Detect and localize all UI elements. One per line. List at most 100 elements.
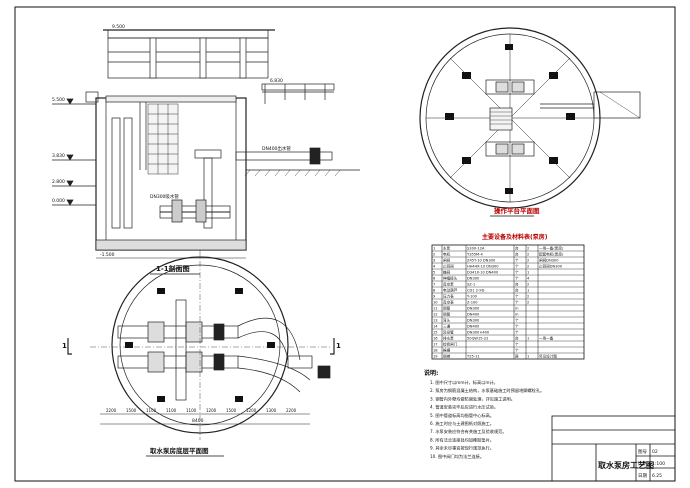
- table-cell-no: 14: [433, 325, 438, 329]
- pump-floor-title: 取水泵房底层平面图: [150, 446, 209, 455]
- tb-r3-value: 6.25: [652, 473, 662, 479]
- table-cell-spec: HH44X-10 DN300: [467, 265, 499, 269]
- table-cell-name: 真空泵: [443, 282, 454, 287]
- note-item: 1. 图中尺寸以mm计，标高以m计。: [430, 379, 498, 386]
- table-cell-qty: 2: [527, 265, 529, 269]
- table-cell-no: 11: [433, 307, 438, 311]
- table-cell-name: 检修闸门: [443, 342, 458, 347]
- equipment-table-title: 主要设备及材料表(泵房): [482, 233, 548, 241]
- table-cell-unit: 个: [515, 342, 519, 347]
- dim-seg-5: 1200: [206, 408, 217, 413]
- sheet-border: [14, 6, 676, 482]
- tb-r3-label: 日期: [638, 473, 647, 479]
- table-cell-unit: 个: [515, 258, 519, 263]
- tb-r1-value: 02: [652, 449, 658, 455]
- table-cell-name: 钢管: [443, 312, 451, 317]
- table-cell-spec: DN300×400: [467, 331, 490, 335]
- table-cell-spec: DN400: [467, 325, 480, 329]
- table-cell-no: 3: [433, 259, 435, 263]
- table-cell-note: 另见设计图: [539, 354, 557, 359]
- table-cell-spec: D341X-10 DN400: [467, 271, 499, 275]
- elev-deck: -1.500: [100, 252, 115, 258]
- note-item: 2. 泵房为钢筋混凝土结构，水泵基础施工时预留地脚螺栓孔。: [430, 387, 544, 394]
- table-cell-note: 止回阀DN300: [539, 264, 563, 269]
- table-cell-no: 15: [433, 331, 438, 335]
- table-cell-note: 一用一备(泵房): [539, 246, 564, 251]
- table-cell-name: 真空表: [443, 300, 454, 305]
- table-cell-qty: 4: [527, 277, 530, 281]
- note-item: 8. 所有法兰连接处均加橡胶垫片。: [430, 436, 494, 443]
- table-cell-unit: 个: [515, 294, 519, 299]
- table-cell-unit: 个: [515, 300, 519, 305]
- table-cell-name: 压力表: [443, 294, 454, 299]
- table-cell-unit: 个: [515, 276, 519, 281]
- label-suction-pipe: DN300吸水管: [150, 193, 179, 200]
- table-cell-spec: T25-11: [466, 355, 480, 359]
- table-cell-name: 蝶阀: [443, 270, 451, 275]
- table-cell-no: 9: [433, 295, 436, 299]
- table-cell-qty: 2: [527, 253, 529, 257]
- table-cell-no: 8: [433, 289, 436, 293]
- table-cell-no: 5: [433, 271, 435, 275]
- table-cell-unit: 个: [515, 318, 519, 323]
- table-cell-no: 1: [433, 247, 435, 251]
- table-cell-unit: 台: [515, 252, 519, 257]
- dim-seg-7: 1200: [246, 408, 257, 413]
- elev-flood: 6.830: [270, 78, 283, 84]
- table-cell-name: 钢管: [443, 306, 451, 311]
- table-cell-name: 排水泵: [443, 336, 454, 341]
- table-cell-unit: 台: [515, 336, 519, 341]
- table-cell-no: 13: [433, 319, 438, 323]
- section-title: 1-1剖面图: [156, 264, 190, 273]
- dim-seg-1: 1500: [126, 408, 137, 413]
- table-cell-qty: 2: [527, 301, 529, 305]
- dim-seg-0: 2200: [106, 408, 117, 413]
- table-cell-unit: 台: [515, 282, 519, 287]
- table-cell-qty: 2: [527, 295, 529, 299]
- elev-normal-water: 3.830: [52, 153, 65, 159]
- pump-floor-plan: [67, 250, 335, 440]
- note-item: 9. 其余未尽事宜按现行规范执行。: [430, 445, 494, 452]
- table-cell-spec: Z-100: [467, 301, 478, 305]
- table-cell-name: 水泵: [443, 246, 451, 251]
- elev-low-water: 2.800: [52, 179, 65, 185]
- elev-high-water: 5.500: [52, 97, 65, 103]
- elev-top: 9.500: [112, 24, 125, 30]
- table-cell-unit: 个: [515, 330, 519, 335]
- table-cell-spec: Y-100: [467, 295, 478, 299]
- section-marker-right: 1: [336, 342, 341, 350]
- table-cell-no: 12: [433, 313, 438, 317]
- table-cell-name: 止回阀: [443, 264, 454, 269]
- table-cell-no: 18: [433, 349, 438, 353]
- label-outlet-pipe: DN400出水管: [262, 145, 291, 152]
- table-cell-unit: m: [515, 313, 519, 317]
- note-item: 4. 管道安装完毕后应进行水压试验。: [430, 404, 498, 411]
- elev-floor: 0.000: [52, 198, 65, 204]
- table-cell-qty: 2: [527, 259, 529, 263]
- table-cell-qty: 1: [527, 355, 529, 359]
- table-cell-unit: 个: [515, 270, 519, 275]
- table-cell-spec: 50QW15-22: [467, 337, 488, 341]
- dim-seg-9: 2200: [286, 408, 297, 413]
- dim-seg-3: 1100: [166, 408, 177, 413]
- table-cell-name: 电动葫芦: [443, 288, 458, 293]
- table-cell-unit: m: [515, 307, 519, 311]
- table-cell-unit: 个: [515, 348, 519, 353]
- dimension-segments: 2200 1500 1100 1100 1100 1200 1500 1200 …: [106, 408, 297, 413]
- dim-seg-6: 1500: [226, 408, 237, 413]
- section-view: [52, 29, 360, 259]
- table-cell-qty: 1: [527, 289, 529, 293]
- table-cell-spec: DN400: [467, 313, 480, 317]
- table-cell-no: 19: [433, 355, 438, 359]
- table-cell-name: 伸缩接头: [443, 276, 458, 281]
- table-cell-no: 16: [433, 337, 438, 341]
- note-item: 10. 图中阀门均为法兰连接。: [430, 453, 484, 460]
- table-cell-name: 闸阀: [443, 258, 451, 263]
- table-cell-spec: CD1 2-9D: [467, 289, 485, 293]
- table-cell-qty: 2: [527, 283, 529, 287]
- table-cell-spec: DN300: [467, 307, 480, 311]
- table-cell-note: 闸阀DN300: [539, 258, 559, 263]
- table-cell-name: 异径管: [443, 330, 454, 335]
- table-cell-qty: 1: [527, 337, 529, 341]
